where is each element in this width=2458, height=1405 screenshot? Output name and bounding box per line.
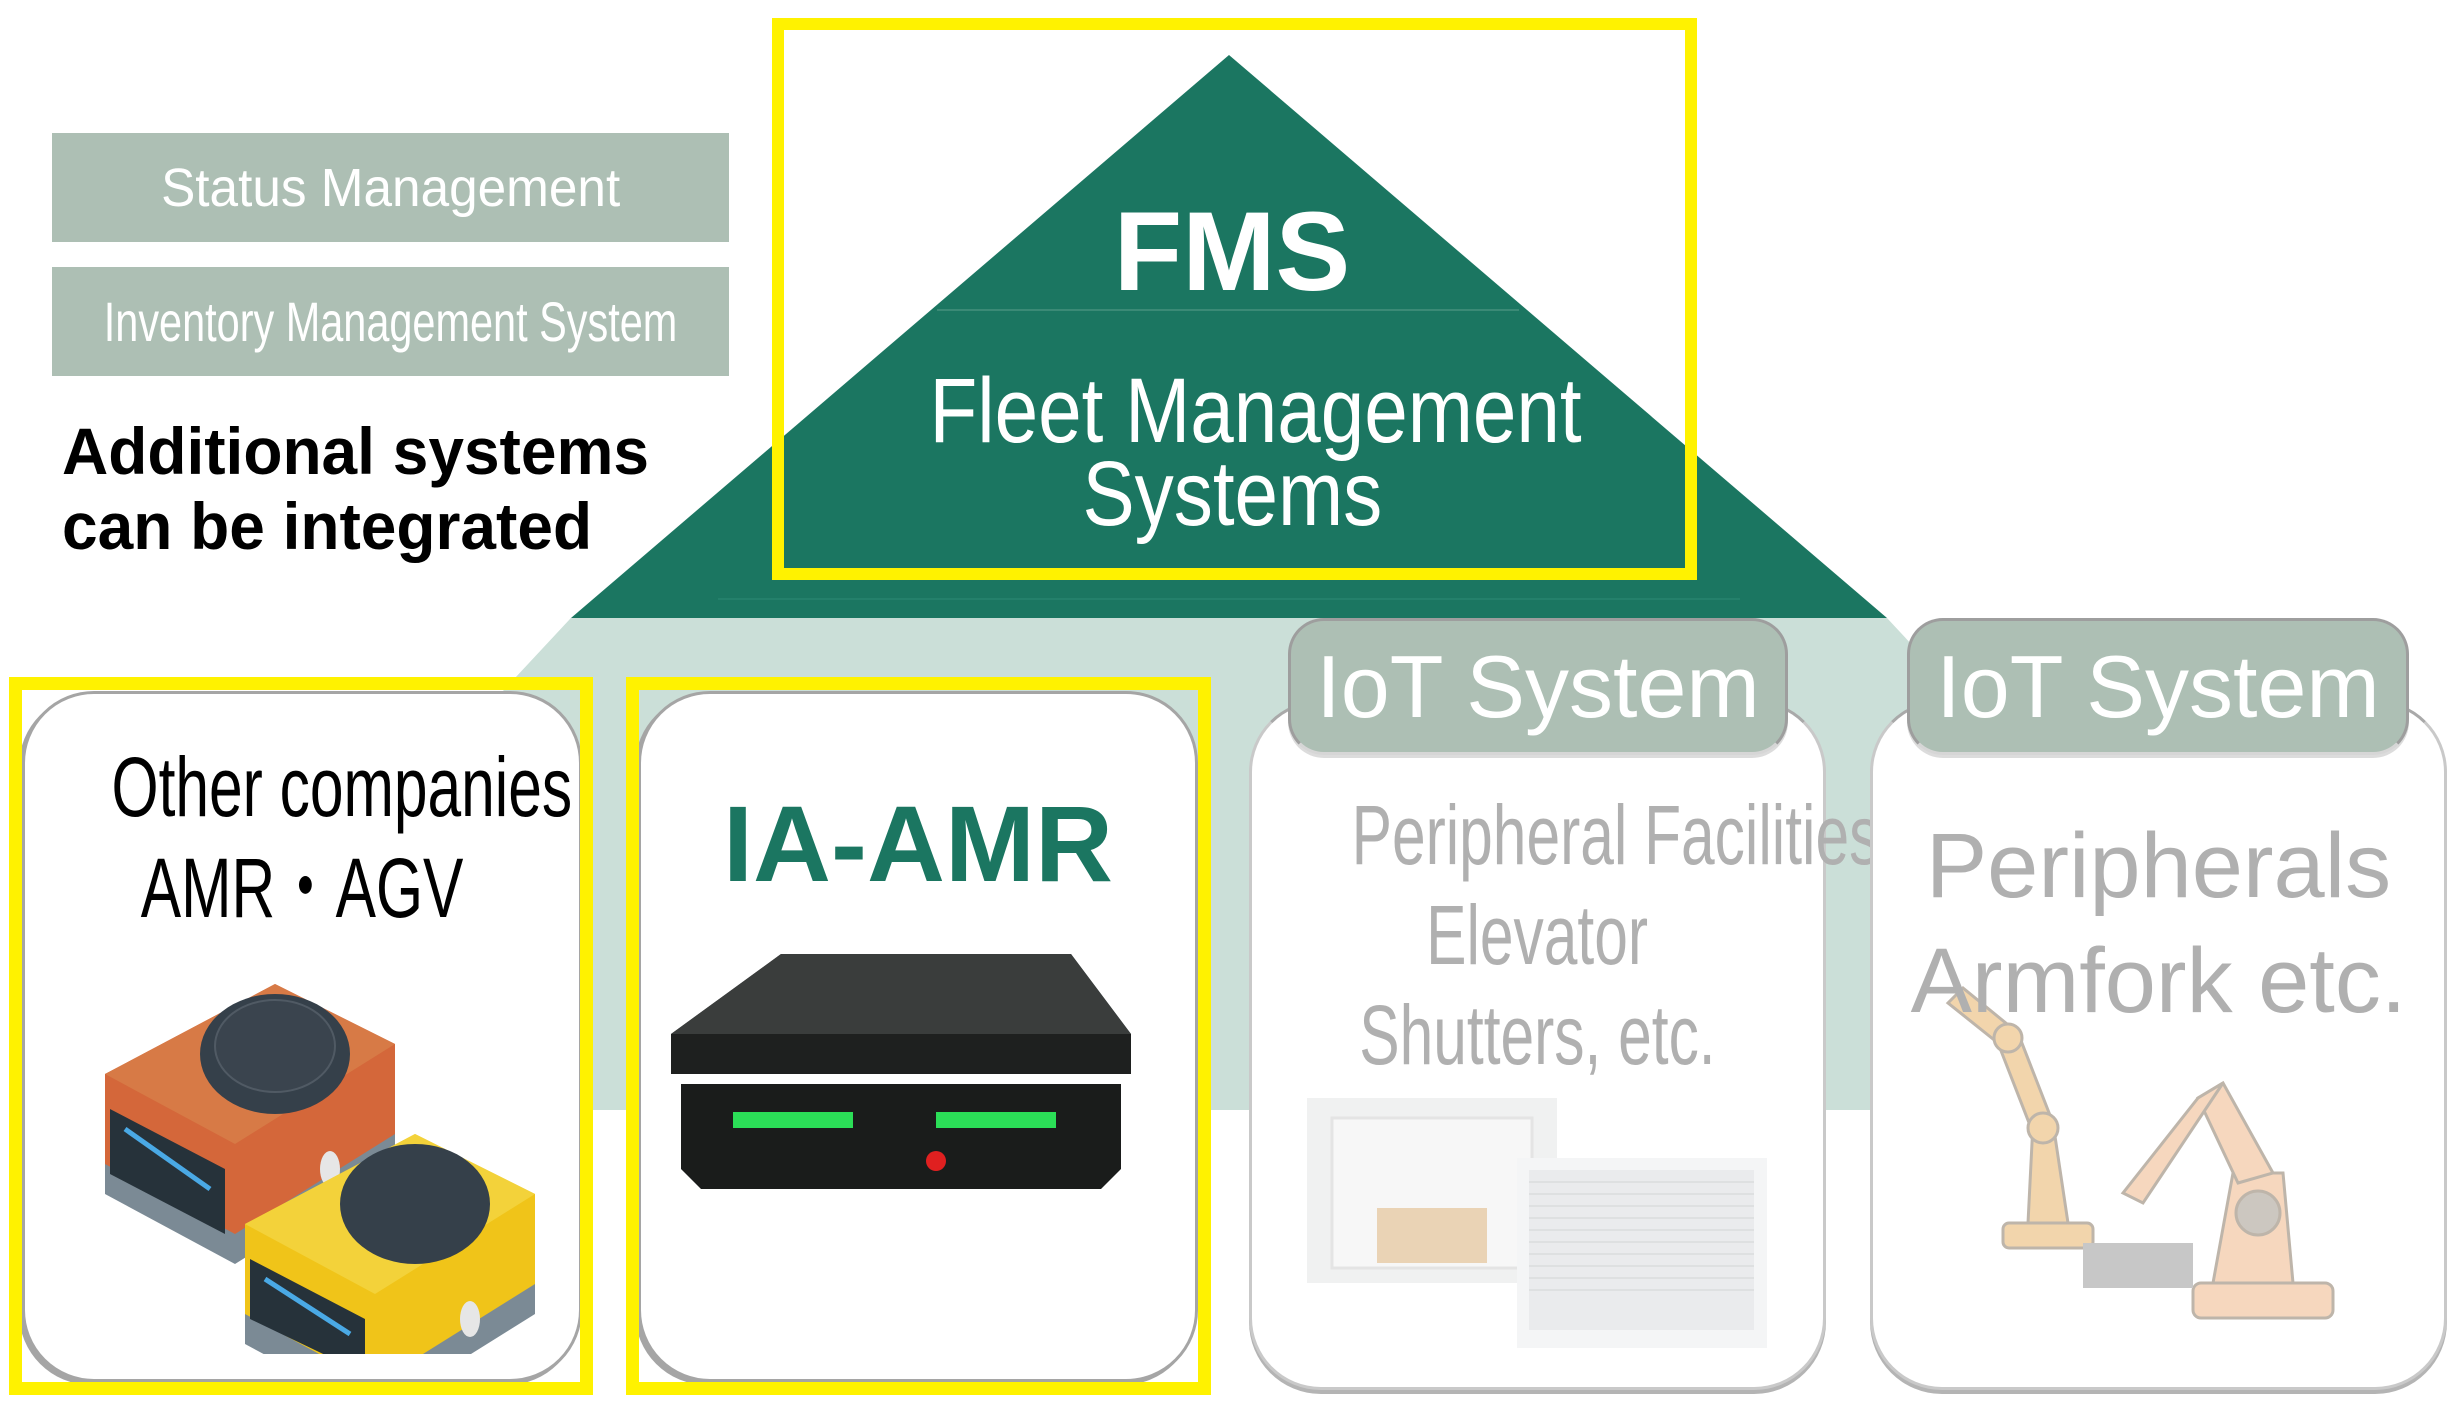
peripherals-line-1: Peripherals	[1925, 815, 2392, 917]
peripheral-facilities-line-2: Elevator	[1426, 888, 1649, 982]
peripheral-facilities-line-1: Peripheral Facilities	[1351, 788, 1880, 882]
peripheral-facilities-line-3: Shutters, etc.	[1359, 988, 1716, 1082]
card-other-companies	[22, 691, 582, 1382]
robot-arms-photo	[1945, 985, 2335, 1320]
inventory-management-box: Inventory Management System	[52, 267, 729, 376]
iot-system-tab-2: IoT System	[1907, 618, 2409, 755]
card-ia-amr	[638, 691, 1198, 1382]
peripherals-line-2: Armfork etc.	[1910, 930, 2407, 1032]
additional-systems-note-line-2: can be integrated	[62, 489, 593, 563]
other-companies-subtitle: AMR・AGV	[140, 841, 464, 935]
fms-highlight-frame	[772, 18, 1697, 580]
fms-title: FMS	[1113, 189, 1351, 314]
card-iot-peripherals	[1870, 700, 2447, 1390]
inventory-management-label: Inventory Management System	[103, 290, 678, 353]
elevator-and-shutter-photo	[1307, 1098, 1767, 1348]
additional-systems-note: Additional systems	[62, 414, 650, 488]
ia-amr-robot-photo	[671, 954, 1131, 1189]
iot-system-tab-1: IoT System	[1288, 618, 1788, 755]
ia-amr-title: IA-AMR	[723, 783, 1113, 904]
fms-subtitle-line-1: Fleet Management	[929, 360, 1582, 462]
other-companies-title: Other companies	[111, 740, 573, 834]
status-management-box: Status Management	[52, 133, 729, 242]
status-management-label: Status Management	[160, 157, 621, 218]
card-iot-peripheral-facilities	[1249, 700, 1826, 1390]
fms-subtitle-line-2: Systems	[1082, 443, 1382, 545]
fms-triangle	[571, 55, 1887, 618]
orange-and-yellow-robots-icon	[105, 984, 535, 1354]
